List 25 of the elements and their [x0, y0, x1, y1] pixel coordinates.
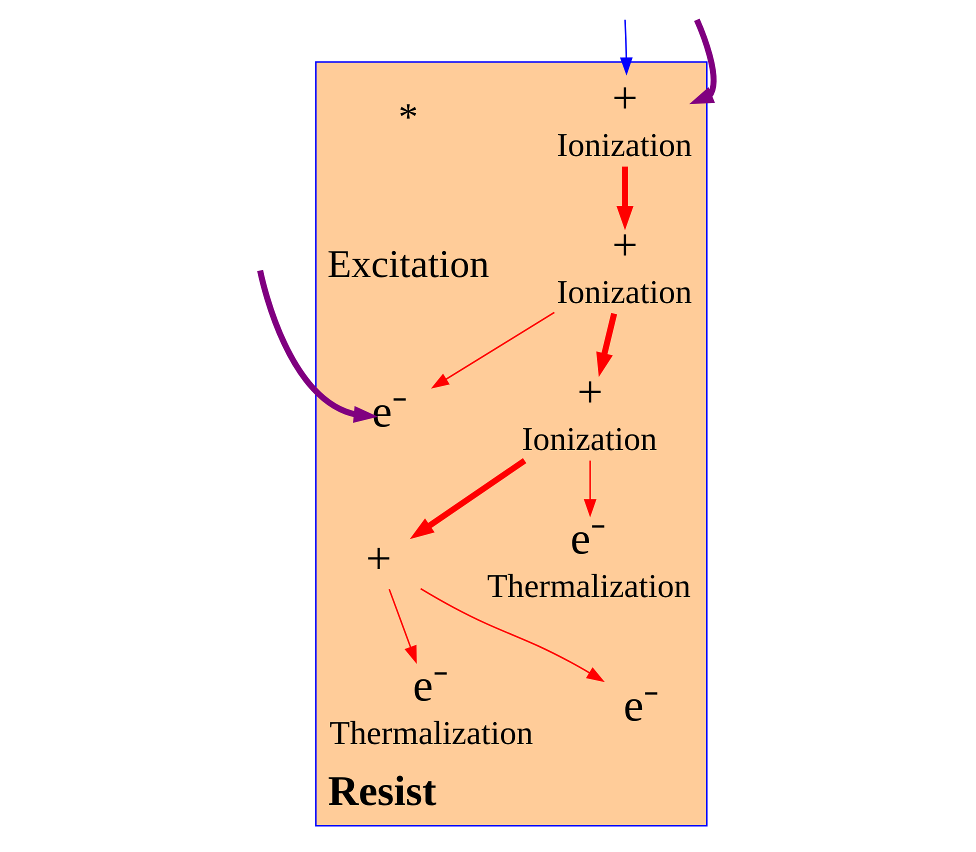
- arrow: [596, 312, 618, 377]
- node-text: +: [577, 366, 603, 417]
- node-text: e⁻: [412, 660, 448, 711]
- arrow: [430, 312, 555, 389]
- arrow: [584, 460, 596, 518]
- node-text: e⁻: [570, 512, 606, 564]
- node-label: Ionization: [556, 127, 692, 164]
- arrow: [410, 458, 526, 540]
- node-label: Ionization: [556, 274, 692, 312]
- node-label: Thermalization: [329, 715, 534, 752]
- node-text: +: [612, 218, 638, 270]
- arrow: [388, 588, 417, 664]
- node-text: +: [366, 532, 392, 584]
- label: *: [398, 94, 418, 139]
- node-label: Thermalization: [487, 568, 691, 606]
- arrow: [257, 270, 378, 423]
- arrow: [616, 166, 634, 230]
- node-text: e⁻: [372, 385, 408, 436]
- arrow: [420, 588, 605, 682]
- node-text: +: [612, 72, 638, 123]
- label: Excitation: [327, 242, 490, 286]
- node-text: e⁻: [623, 679, 659, 730]
- node-label: Ionization: [522, 421, 658, 458]
- arrow: [689, 18, 717, 104]
- arrow: [620, 20, 633, 76]
